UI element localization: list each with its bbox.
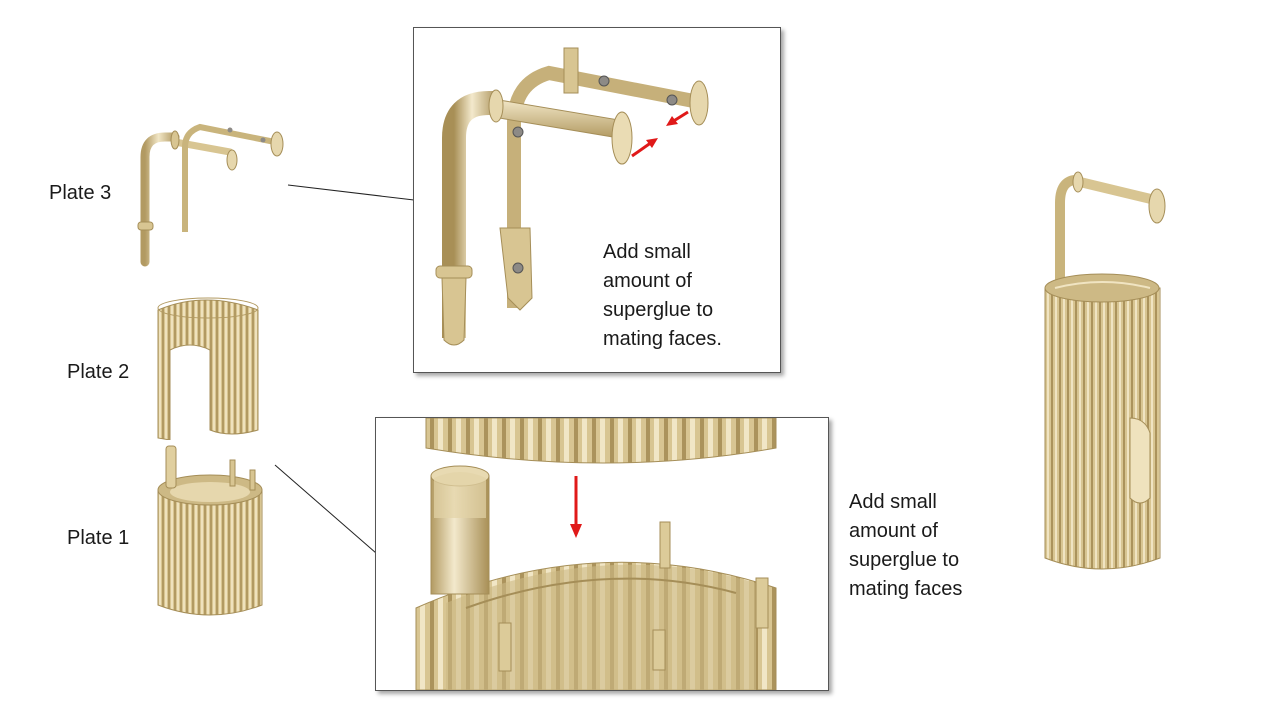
leader-line-plate3 [287,184,415,201]
plate-3-label: Plate 3 [49,182,112,204]
glue-instruction-top: Add small amount of superglue to mating … [603,241,722,350]
plate-3-part-image [137,123,284,267]
detail-panel-plate3: Add small amount of superglue to mating … [413,27,781,373]
plate-3-detail-image [435,47,709,346]
plate-1-detail-image [415,418,777,690]
plate-2-part-image [157,297,259,440]
leader-line-plate1 [274,464,377,554]
assembled-part-image [1044,171,1166,570]
glue-instruction-bottom: Add small amount of superglue to mating … [849,491,963,600]
plate-1-label: Plate 1 [67,527,130,549]
plate-1-part-image [157,445,263,616]
detail-panel-plate1 [375,417,829,691]
plate-2-label: Plate 2 [67,361,130,383]
